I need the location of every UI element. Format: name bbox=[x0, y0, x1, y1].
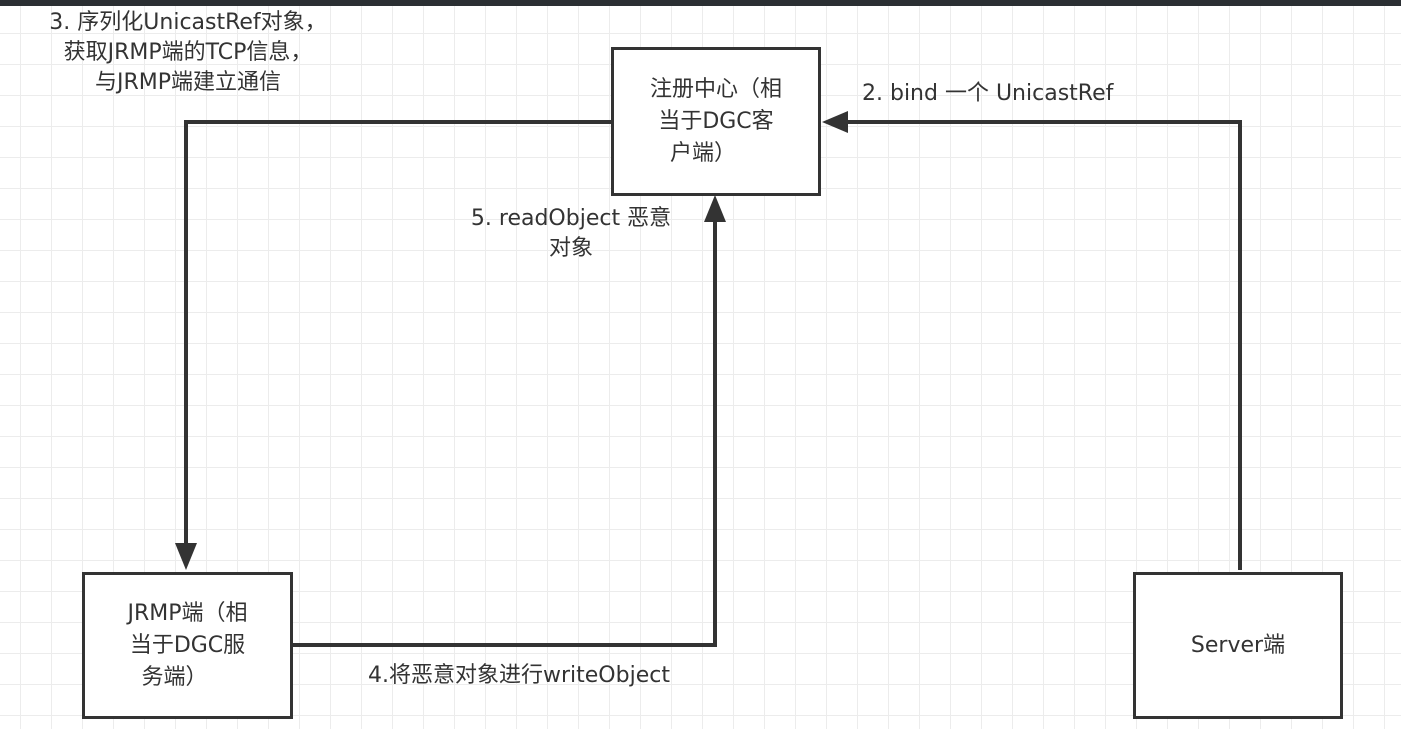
node-text-line: 当于DGC服 bbox=[129, 632, 246, 658]
node-text-line: 户端） bbox=[669, 140, 736, 166]
label-line: 5. readObject 恶意 bbox=[470, 206, 672, 231]
edge-line bbox=[184, 120, 612, 548]
edge-label-step5: 5. readObject 恶意 对象 bbox=[446, 204, 696, 264]
edge-line bbox=[842, 120, 1242, 570]
node-server[interactable]: Server端 bbox=[1133, 572, 1343, 719]
window-top-bar bbox=[0, 0, 1401, 6]
label-line: 2. bind 一个 UnicastRef bbox=[862, 81, 1114, 106]
arrowhead-left-icon bbox=[822, 111, 848, 133]
edge-label-step2: 2. bind 一个 UnicastRef bbox=[862, 79, 1113, 109]
edge-label-step3: 3. 序列化UnicastRef对象， 获取JRMP端的TCP信息， 与JRMP… bbox=[18, 8, 358, 98]
label-line: 4.将恶意对象进行writeObject bbox=[368, 663, 670, 688]
arrowhead-up-icon bbox=[704, 195, 726, 222]
node-text-line: Server端 bbox=[1190, 632, 1286, 658]
edge-jrmp-to-registry bbox=[292, 195, 726, 647]
label-line: 对象 bbox=[548, 236, 593, 261]
node-jrmp-text: JRMP端（相 当于DGC服 务端） bbox=[127, 598, 247, 694]
edge-line bbox=[292, 218, 717, 647]
edge-server-to-registry bbox=[822, 111, 1242, 570]
node-registry-text: 注册中心（相 当于DGC客 户端） bbox=[650, 74, 782, 170]
node-text-line: 注册中心（相 bbox=[649, 76, 782, 102]
arrowhead-down-icon bbox=[175, 543, 197, 570]
node-server-text: Server端 bbox=[1191, 630, 1285, 662]
node-text-line: JRMP端（相 bbox=[127, 600, 248, 626]
node-registry-center[interactable]: 注册中心（相 当于DGC客 户端） bbox=[611, 47, 821, 196]
edge-registry-to-jrmp bbox=[175, 120, 612, 570]
node-text-line: 务端） bbox=[141, 664, 208, 690]
node-text-line: 当于DGC客 bbox=[658, 108, 774, 134]
label-line: 与JRMP端建立通信 bbox=[94, 70, 282, 95]
edge-label-step4: 4.将恶意对象进行writeObject bbox=[368, 661, 670, 691]
label-line: 3. 序列化UnicastRef对象， bbox=[49, 10, 327, 35]
node-jrmp[interactable]: JRMP端（相 当于DGC服 务端） bbox=[82, 572, 293, 719]
label-line: 获取JRMP端的TCP信息， bbox=[63, 40, 313, 65]
